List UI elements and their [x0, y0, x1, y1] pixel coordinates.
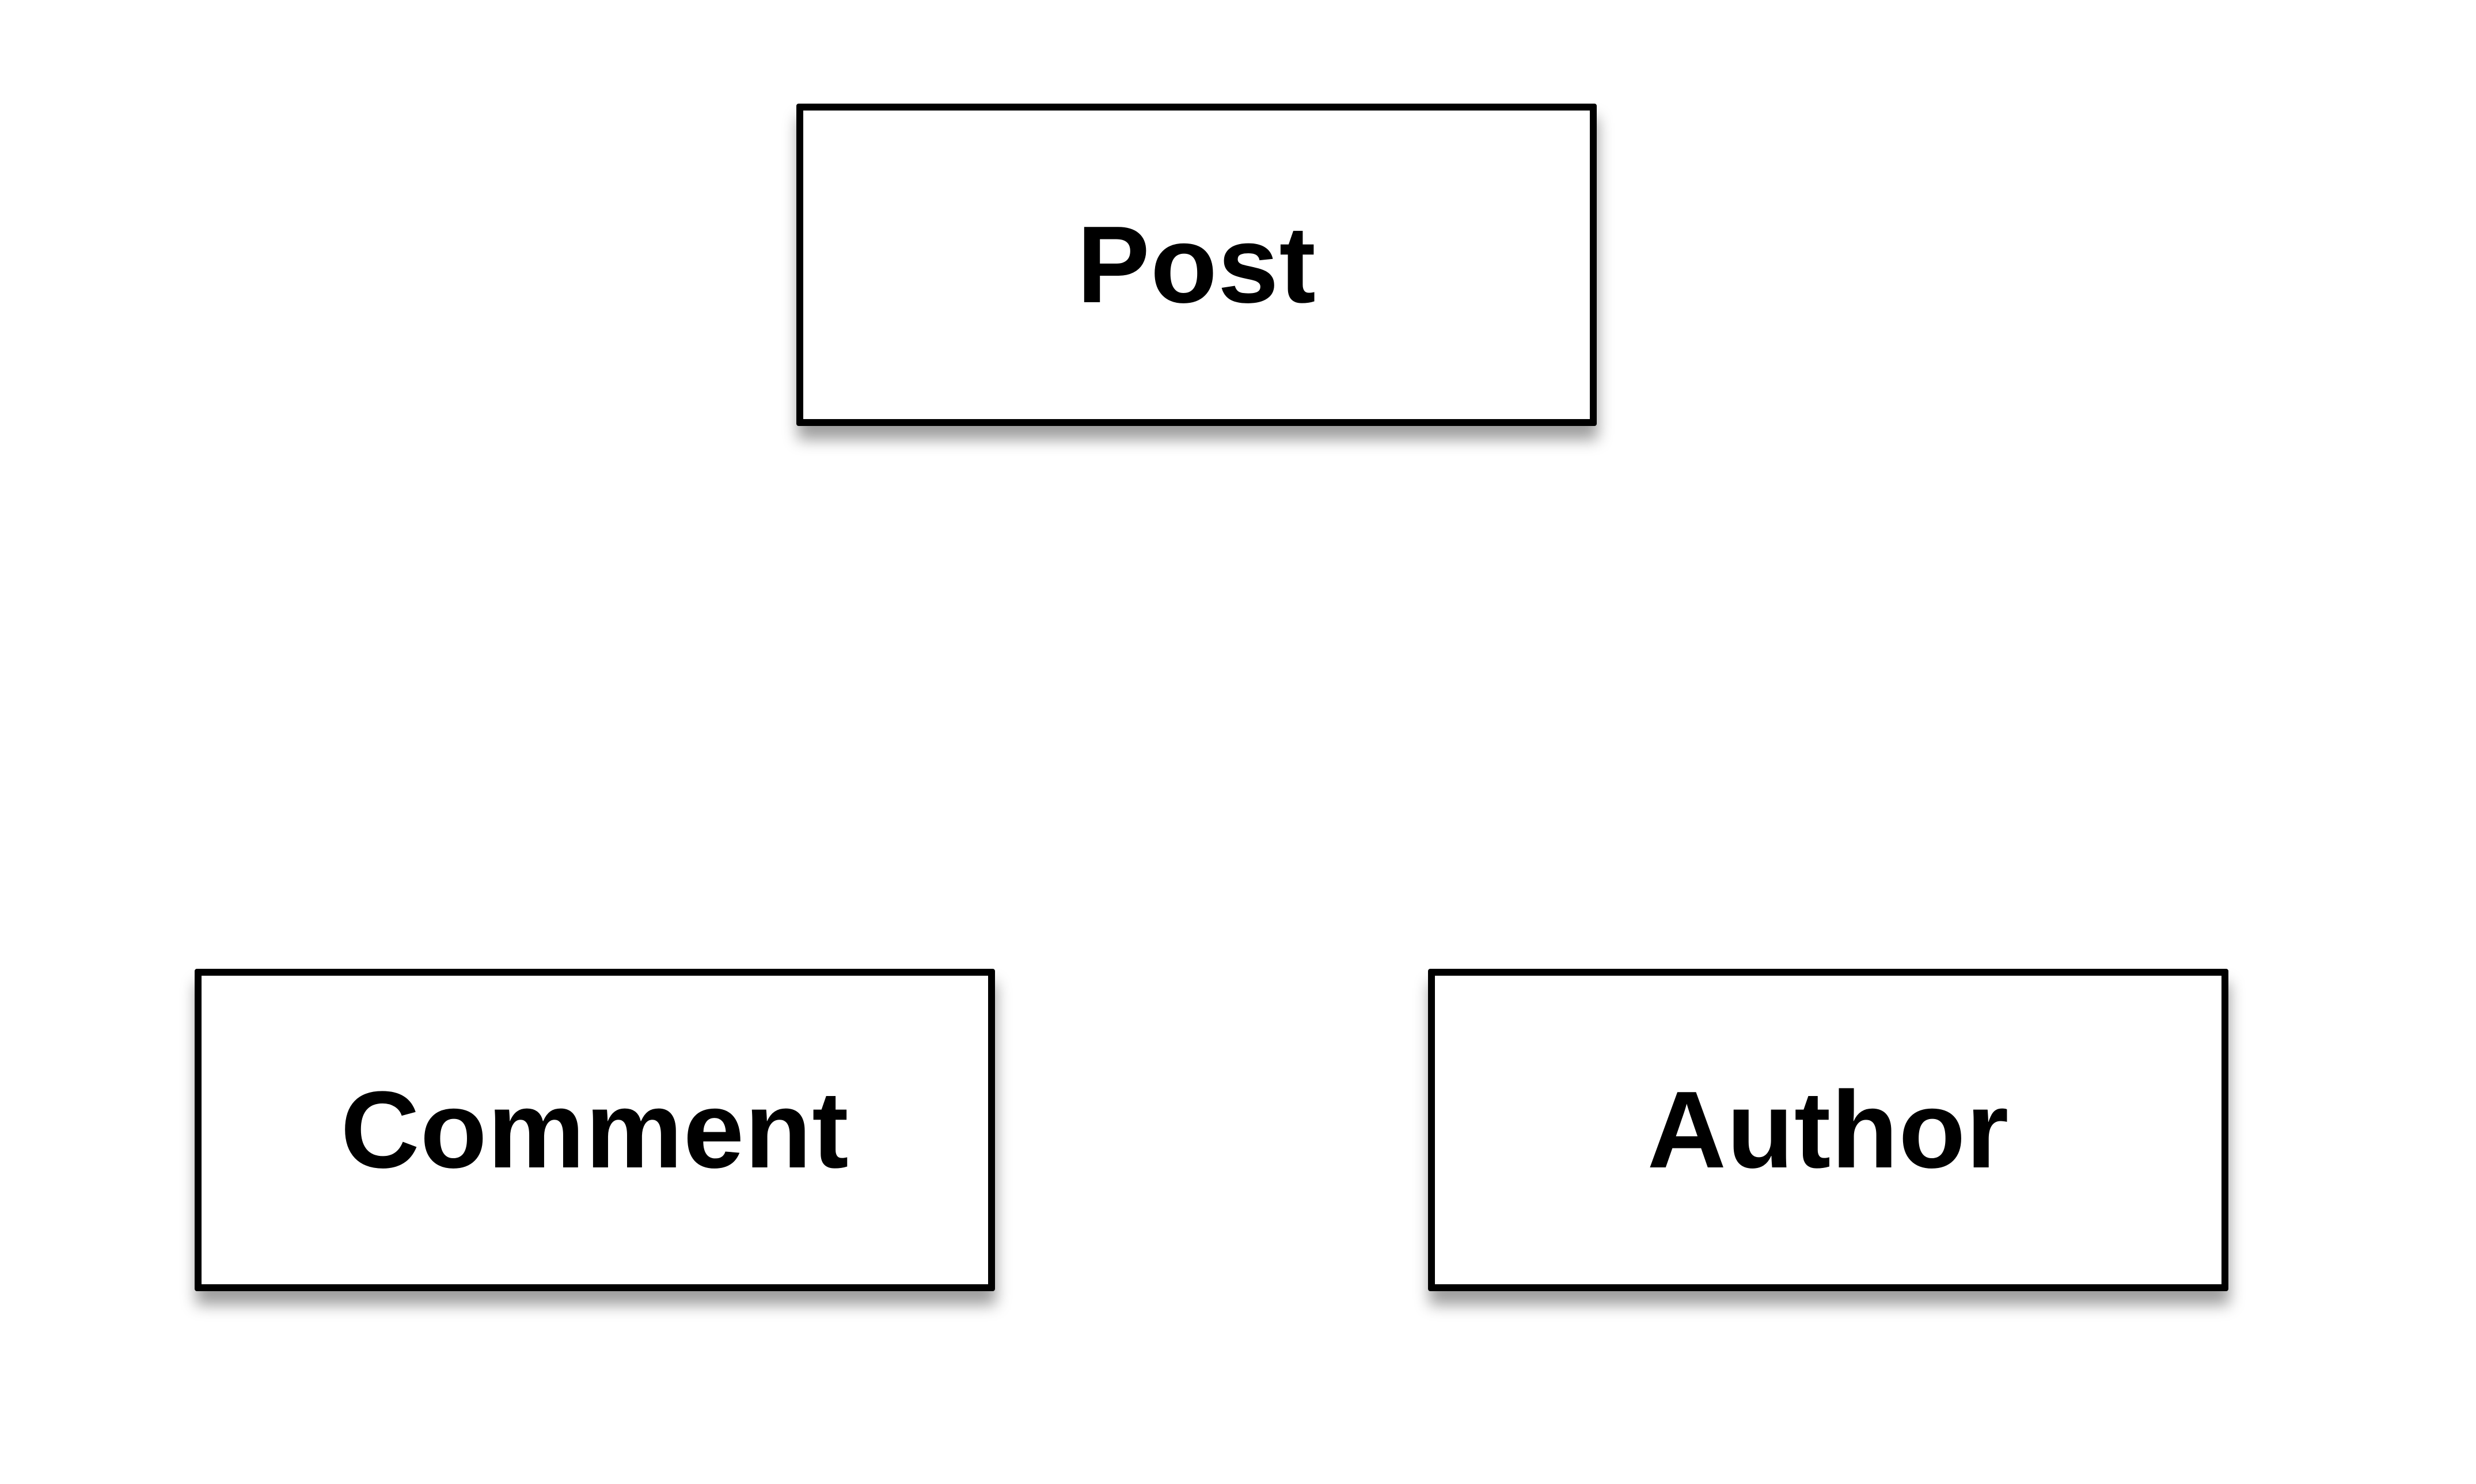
entity-label-comment: Comment — [340, 1069, 849, 1191]
entity-label-post: Post — [1077, 204, 1316, 326]
entity-box-comment: Comment — [195, 969, 995, 1291]
entity-box-author: Author — [1428, 969, 2228, 1291]
entity-box-post: Post — [796, 104, 1597, 426]
entity-label-author: Author — [1647, 1069, 2010, 1191]
